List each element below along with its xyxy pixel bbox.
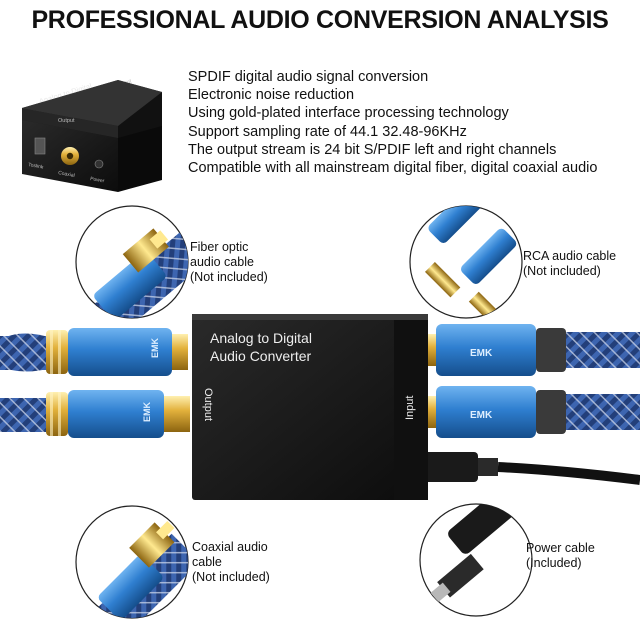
power-cable-callout: Power cable (Included) <box>526 541 595 571</box>
callout-text: cable <box>192 555 222 569</box>
right-bottom-plug: EMK <box>420 386 566 438</box>
braided-cables <box>0 332 640 432</box>
feature-list: SPDIF digital audio signal conversion El… <box>188 68 597 177</box>
small-device-port-label: Power <box>90 176 105 184</box>
feature-item: SPDIF digital audio signal conversion <box>188 69 429 85</box>
main-device-label: Audio Converter <box>210 348 312 364</box>
left-bottom-plug: EMK <box>46 390 190 438</box>
callout-text: audio cable <box>190 255 254 269</box>
feature-item: The output stream is 24 bit S/PDIF left … <box>188 141 557 158</box>
rca-cable-callout-image <box>409 205 523 319</box>
cable-brand-logo: EMK <box>150 338 160 359</box>
callout-text: (Not included) <box>192 570 270 584</box>
fiber-optic-callout-image <box>75 205 189 319</box>
main-device-input-label: Input <box>404 396 416 420</box>
feature-item: Electronic noise reduction <box>188 87 355 104</box>
small-device-port-label: Output <box>58 118 75 124</box>
power-cable-callout-image <box>419 503 533 617</box>
small-device-port-label: Coaxial <box>58 170 75 179</box>
fiber-optic-callout: Fiber optic audio cable (Not included) <box>190 240 268 285</box>
main-device-output-label: Output <box>202 388 214 421</box>
callout-text: Power cable <box>526 541 595 555</box>
left-top-plug: EMK <box>46 328 188 376</box>
main-device-label: Analog to Digital <box>210 330 312 346</box>
callout-text: Fiber optic <box>190 240 249 254</box>
small-converter-device: Analog to Digital Audio Converter Input … <box>22 78 162 192</box>
callout-text: (Not included) <box>190 270 268 284</box>
callout-text: (Included) <box>526 556 582 570</box>
main-converter-device: Analog to Digital Audio Converter Output… <box>192 314 428 500</box>
power-cable-plug <box>418 452 640 485</box>
callout-text: RCA audio cable <box>523 249 617 263</box>
feature-item: Compatible with all mainstream digital f… <box>188 160 598 177</box>
cable-brand-logo: EMK <box>470 410 493 421</box>
page-title: PROFESSIONAL AUDIO CONVERSION ANALYSIS <box>31 6 609 34</box>
feature-item: Using gold-plated interface processing t… <box>188 105 509 122</box>
right-top-plug: EMK <box>420 324 566 376</box>
coaxial-cable-callout: Coaxial audio cable (Not included) <box>192 540 270 585</box>
small-device-port-label: Toslink <box>28 162 45 171</box>
cable-brand-logo: EMK <box>142 402 152 423</box>
cable-brand-logo: EMK <box>470 348 493 359</box>
rca-cable-callout: RCA audio cable (Not included) <box>523 249 616 279</box>
coaxial-cable-callout-image <box>75 505 189 619</box>
callout-text: Coaxial audio <box>192 540 268 554</box>
feature-item: Support sampling rate of 44.1 32.48-96KH… <box>188 123 467 140</box>
callout-text: (Not included) <box>523 264 601 278</box>
